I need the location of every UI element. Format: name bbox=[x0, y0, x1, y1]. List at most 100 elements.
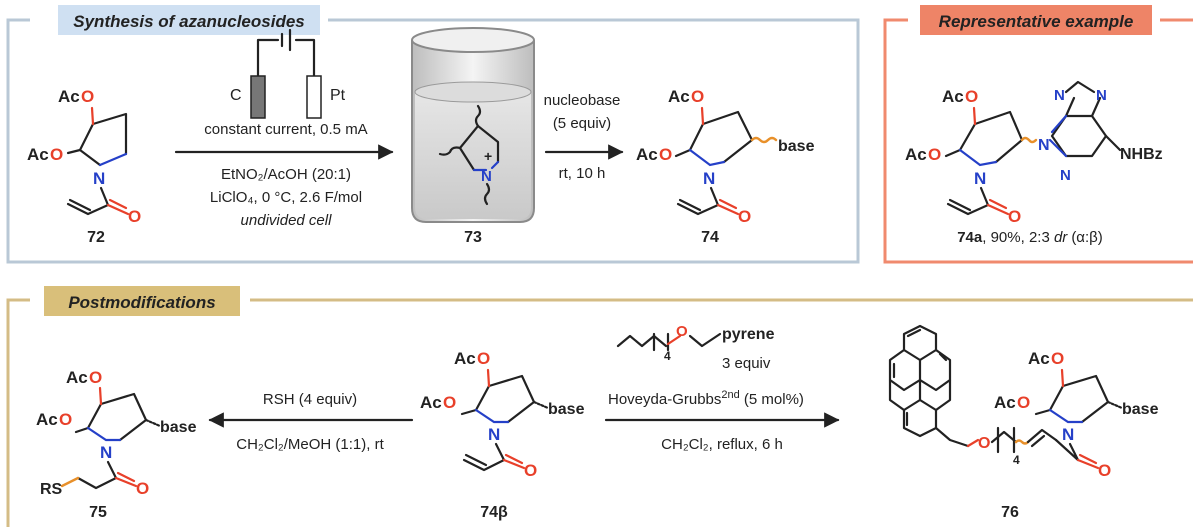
oxygen-atom: O bbox=[128, 207, 141, 226]
rs-label: RS bbox=[40, 481, 63, 498]
alkene-bond bbox=[1026, 428, 1058, 448]
oxygen-atom: O bbox=[50, 145, 63, 164]
compound-label-73: 73 bbox=[464, 229, 482, 246]
nitrogen-atom: N bbox=[1038, 137, 1050, 154]
nitrogen-atom: N bbox=[703, 169, 715, 188]
base-label: base bbox=[778, 138, 815, 155]
salt-text: LiClO₄, 0 °C, 2.6 F/mol bbox=[210, 189, 362, 206]
postmod-header: Postmodifications bbox=[68, 293, 215, 312]
oxygen-atom: O bbox=[965, 87, 978, 106]
ac-label: Ac bbox=[27, 145, 49, 164]
liquid-surface bbox=[414, 81, 532, 103]
ac-label: Ac bbox=[66, 368, 88, 387]
n-bonds bbox=[474, 408, 510, 424]
nitrogen-atom: N bbox=[1060, 167, 1071, 184]
base-bond bbox=[1106, 400, 1124, 410]
ether-bond bbox=[666, 334, 682, 346]
example-header: Representative example bbox=[939, 12, 1134, 31]
acryloyl-bond bbox=[66, 186, 110, 216]
electrode-c-label: C bbox=[230, 87, 242, 104]
o-bond bbox=[700, 106, 705, 126]
catalyst-name: Hoveyda-Grubbs bbox=[608, 391, 721, 408]
synthesis-panel: Synthesis of azanucleosides bbox=[6, 5, 860, 264]
solvent-text: CH₂Cl₂/MeOH (1:1), rt bbox=[236, 436, 384, 453]
oxygen-atom: O bbox=[1017, 393, 1030, 412]
ac-label: Ac bbox=[454, 349, 476, 368]
caption-label: 74a bbox=[957, 229, 983, 246]
circuit-wire bbox=[256, 38, 316, 78]
chain-subscript: 4 bbox=[664, 349, 671, 363]
n-bonds bbox=[86, 426, 122, 442]
ring-bond bbox=[1034, 374, 1110, 424]
purine-n-bonds bbox=[1048, 114, 1068, 158]
ac-label: Ac bbox=[994, 393, 1016, 412]
acryloyl-bond bbox=[462, 442, 506, 472]
ac-label: Ac bbox=[668, 87, 690, 106]
n-bonds bbox=[958, 148, 998, 167]
o-bond bbox=[486, 368, 491, 388]
compound-label-74b: 74β bbox=[480, 504, 508, 521]
step4-conditions: 4 O pyrene 3 equiv Hoveyda-Grubbs2nd (5 … bbox=[604, 323, 840, 453]
base-label: base bbox=[1122, 401, 1159, 418]
carbonyl-bond bbox=[1076, 453, 1100, 470]
nitrogen-atom: N bbox=[100, 443, 112, 462]
base-label: base bbox=[160, 419, 197, 436]
solvent-text: EtNO₂/AcOH (20:1) bbox=[221, 166, 351, 183]
nitrogen-atom: N bbox=[1062, 425, 1074, 444]
beaker-liquid bbox=[415, 92, 531, 219]
pyrene-label: pyrene bbox=[722, 326, 775, 343]
compound-74: Ac O Ac O base N O 74 bbox=[636, 87, 815, 246]
oxygen-atom: O bbox=[1008, 207, 1021, 226]
nitrogen-atom: N bbox=[974, 169, 986, 188]
catalyst-sup: 2nd bbox=[721, 389, 739, 401]
nitrogen-atom: N bbox=[1096, 87, 1107, 104]
nhbz-label: NHBz bbox=[1120, 146, 1163, 163]
pyrene-link bbox=[688, 332, 722, 348]
side-bond bbox=[66, 148, 102, 167]
plus-charge: + bbox=[484, 148, 492, 164]
ac-label: Ac bbox=[905, 145, 927, 164]
compound-label-72: 72 bbox=[87, 229, 105, 246]
purine-ring bbox=[1050, 96, 1108, 158]
acryloyl-bond bbox=[676, 186, 720, 216]
ring-bond bbox=[460, 374, 536, 424]
iminium-ring bbox=[458, 124, 500, 172]
o-bond bbox=[972, 106, 977, 126]
o-bond bbox=[90, 106, 95, 126]
ring-bond bbox=[78, 112, 128, 156]
compound-label-74: 74 bbox=[701, 229, 719, 246]
synthesis-header: Synthesis of azanucleosides bbox=[73, 12, 304, 31]
platinum-electrode bbox=[306, 75, 322, 119]
compound-label-76: 76 bbox=[1001, 504, 1019, 521]
acyl-bond bbox=[76, 460, 118, 490]
synthesis-header-bg bbox=[58, 5, 320, 35]
oxygen-atom: O bbox=[659, 145, 672, 164]
oxygen-atom: O bbox=[81, 87, 94, 106]
postmod-panel: Postmodifications bbox=[6, 286, 1193, 527]
o-bond bbox=[98, 386, 103, 406]
current-text: constant current, 0.5 mA bbox=[204, 121, 367, 138]
compound-72: Ac O Ac O N O 72 bbox=[27, 87, 141, 246]
oxygen-atom: O bbox=[136, 479, 149, 498]
step3-conditions: RSH (4 equiv) CH₂Cl₂/MeOH (1:1), rt bbox=[208, 391, 414, 453]
oxygen-atom: O bbox=[477, 349, 490, 368]
step1-conditions: C Pt constant current, 0.5 mA EtNO₂/AcOH… bbox=[174, 28, 394, 229]
chain-bracket bbox=[652, 332, 670, 352]
synthesis-frame bbox=[6, 18, 860, 264]
wavy-bond bbox=[1020, 136, 1038, 144]
power-source bbox=[280, 28, 292, 52]
oxygen-atom: O bbox=[691, 87, 704, 106]
wavy-substituent bbox=[438, 104, 482, 156]
n-bonds bbox=[98, 152, 128, 167]
nitrogen-atom: N bbox=[1054, 87, 1065, 104]
oxygen-atom: O bbox=[978, 435, 990, 452]
caption-ab: (α:β) bbox=[1071, 229, 1102, 246]
oxygen-atom: O bbox=[928, 145, 941, 164]
ac-label: Ac bbox=[36, 410, 58, 429]
example-header-bg bbox=[920, 5, 1152, 35]
oxygen-atom: O bbox=[738, 207, 751, 226]
electrode-pt-label: Pt bbox=[330, 87, 346, 104]
compound-74a-caption: 74a, 90%, 2:3 dr(α:β) bbox=[957, 229, 1103, 246]
ac-label: Ac bbox=[58, 87, 80, 106]
compound-label-75: 75 bbox=[89, 504, 107, 521]
